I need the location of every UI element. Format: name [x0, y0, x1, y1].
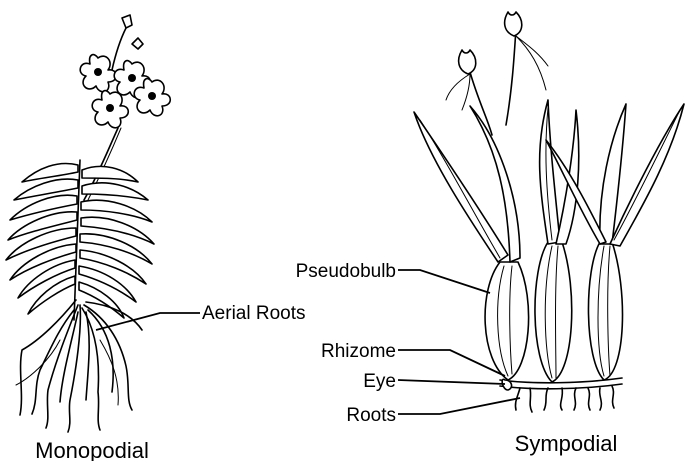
leader-eye — [398, 380, 505, 384]
leader-rhizome — [398, 350, 505, 376]
monopodial-leaves — [6, 164, 154, 318]
caption-sympodial: Sympodial — [515, 431, 618, 456]
monopodial-roots — [16, 300, 142, 432]
label-roots: Roots — [346, 405, 396, 426]
leader-roots — [398, 398, 520, 414]
monopodial-plant — [6, 15, 170, 432]
caption-monopodial: Monopodial — [35, 438, 149, 461]
label-pseudobulb: Pseudobulb — [296, 261, 396, 282]
leader-pseudobulb — [398, 270, 490, 293]
label-eye: Eye — [363, 371, 396, 392]
label-aerial-roots: Aerial Roots — [202, 303, 306, 324]
label-rhizome: Rhizome — [321, 341, 396, 362]
sympodial-roots — [515, 386, 614, 412]
flower-cluster — [80, 55, 170, 128]
leader-aerial-roots — [96, 313, 200, 330]
